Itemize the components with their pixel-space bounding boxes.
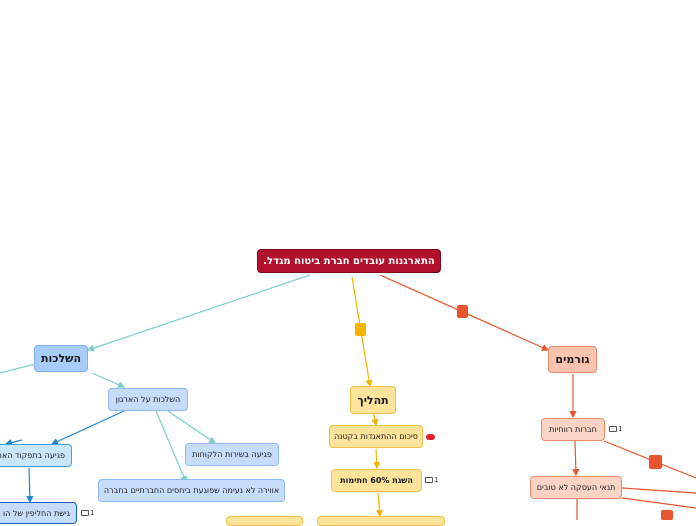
comment-count: 1 xyxy=(434,476,439,484)
link-org-function xyxy=(50,410,125,445)
branch-process[interactable]: תהליך xyxy=(350,386,396,414)
comment-badge-signatures[interactable]: 1 xyxy=(425,476,438,484)
link-summary-signatures xyxy=(373,448,381,470)
topic-consequences-next[interactable] xyxy=(226,516,303,526)
branch-factors[interactable]: גורמים xyxy=(548,346,597,373)
topic-org-function-label: פגיעה בתפקוד הארגון xyxy=(0,451,65,460)
topic-org-function[interactable]: פגיעה בתפקוד הארגון xyxy=(0,444,72,467)
topic-signatures-label: השגת 60% חתימות xyxy=(340,476,413,485)
link-handle-process[interactable] xyxy=(355,323,366,336)
comment-badge-profitable[interactable]: 1 xyxy=(609,425,622,433)
topic-org-consequences[interactable]: השלכות על הארגון xyxy=(108,388,188,411)
topic-profitable-label: חברות רווחיות xyxy=(549,425,597,434)
comment-icon xyxy=(425,477,433,483)
topic-conditions-label: תנאי העסקה לא טובים xyxy=(536,483,616,492)
comment-count: 1 xyxy=(618,425,623,433)
topic-process-next[interactable] xyxy=(317,516,445,526)
link-org-service xyxy=(167,410,216,444)
link-conditions-offscreen xyxy=(621,487,696,494)
topic-summary[interactable]: סיכום ההתאגדות בקטנה xyxy=(329,425,423,448)
link-profitable-conditions xyxy=(572,440,580,477)
branch-consequences-label: השלכות xyxy=(40,352,82,365)
topic-customer-service[interactable]: פגיעה בשירות הלקוחות xyxy=(185,443,279,466)
status-dot-summary xyxy=(426,434,435,440)
comment-icon xyxy=(609,426,617,432)
link-process-summary xyxy=(371,413,379,427)
link-consequences-org xyxy=(91,372,126,388)
topic-approach-label: גישת החליפין של הו xyxy=(2,508,70,518)
link-org-atmosphere xyxy=(155,410,187,484)
branch-factors-label: גורמים xyxy=(555,353,590,366)
link-consequences-offscreen xyxy=(0,363,36,374)
topic-org-consequences-label: השלכות על הארגון xyxy=(115,395,181,404)
link-signatures-next xyxy=(375,492,384,518)
link-conditions-offscreen-2 xyxy=(621,497,696,509)
link-handle-factors[interactable] xyxy=(457,305,468,318)
topic-social-atmosphere[interactable]: אווירה לא נעימה שפוגעת ביחסים החברתיים ב… xyxy=(98,479,285,502)
topic-approach[interactable]: גישת החליפין של הו xyxy=(0,502,77,524)
link-function-offscreen xyxy=(4,439,23,447)
link-root-consequences xyxy=(86,274,311,352)
branch-consequences[interactable]: השלכות xyxy=(34,345,88,372)
root-topic[interactable]: התארגנות עובדים חברת ביטוח מגדל. xyxy=(257,249,441,273)
branch-process-label: תהליך xyxy=(357,393,389,407)
comment-icon xyxy=(81,510,89,516)
topic-social-atmosphere-label: אווירה לא נעימה שפוגעת ביחסים החברתיים ב… xyxy=(103,486,280,495)
root-topic-label: התארגנות עובדים חברת ביטוח מגדל. xyxy=(263,255,435,267)
topic-summary-label: סיכום ההתאגדות בקטנה xyxy=(334,432,418,441)
topic-signatures[interactable]: השגת 60% חתימות xyxy=(331,469,422,492)
topic-profitable[interactable]: חברות רווחיות xyxy=(541,418,605,441)
link-handle-profitable[interactable] xyxy=(649,455,662,469)
topic-conditions[interactable]: תנאי העסקה לא טובים xyxy=(530,476,622,499)
link-handle-conditions[interactable] xyxy=(661,510,673,520)
comment-count: 1 xyxy=(90,509,95,517)
comment-badge-approach[interactable]: 1 xyxy=(81,509,94,517)
topic-customer-service-label: פגיעה בשירות הלקוחות xyxy=(192,450,272,459)
link-function-approach xyxy=(26,467,34,504)
